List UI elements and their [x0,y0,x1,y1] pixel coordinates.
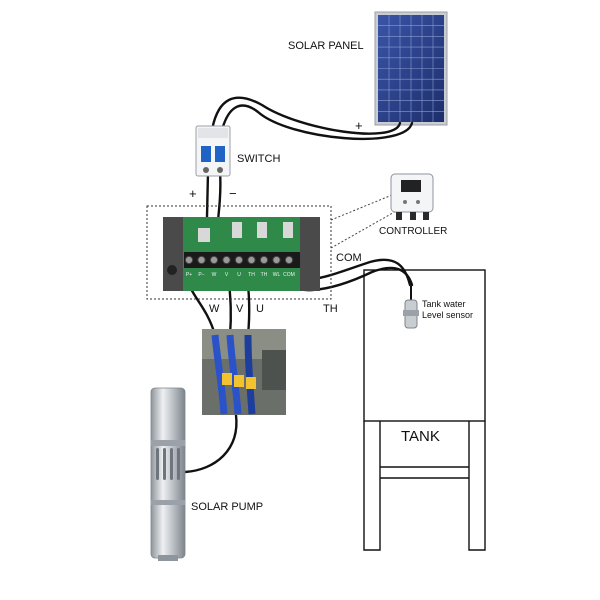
terminal-label: COM [283,272,295,278]
terminal-screw [247,255,256,265]
terminal-label: P− [198,272,204,278]
u-label: U [256,303,264,315]
solar-pump-label: SOLAR PUMP [191,501,263,513]
float-sensor-icon [403,286,419,329]
sensor-label-line1: Tank water [422,299,466,309]
terminal-label: V [225,272,229,278]
com-label: COM [336,252,362,264]
controller-label: CONTROLLER [379,226,447,237]
terminal-screw [184,255,194,265]
controller-pcb [163,217,320,291]
cable-junction-photo [202,329,286,415]
sensor-label-line2: Level sensor [422,310,473,320]
terminal-label: WL [273,272,281,278]
controller-board-outline [146,205,332,300]
controller-pointer-lines [330,194,399,249]
terminal-screw [272,255,281,265]
terminal-label: W [212,272,217,278]
th-label: TH [323,303,338,315]
terminal-label: TH [248,272,255,278]
submersible-pump-icon [150,387,186,561]
terminal-screw [234,255,244,265]
solar-panel-label: SOLAR PANEL [288,40,364,52]
solar-panel-icon [374,11,448,126]
switch-label: SWITCH [237,153,280,165]
w-label: W [209,303,220,315]
terminal-label: U [237,272,241,278]
terminal-label: TH [261,272,268,278]
terminal-screw [284,255,294,265]
v-label: V [236,303,244,315]
controller-box-icon [390,173,434,220]
switch-plus-label: + [189,186,197,201]
switch-minus-label: − [229,186,237,201]
breaker-switch-icon [195,125,231,177]
tank-label: TANK [401,428,440,445]
terminal-screw [197,255,206,265]
terminal-screw [209,255,219,265]
tank-outline [363,269,486,551]
terminal-screw [222,255,231,265]
terminal-screw [259,255,269,265]
panel-plus-label: + [355,118,363,133]
terminal-label: P+ [186,272,192,278]
